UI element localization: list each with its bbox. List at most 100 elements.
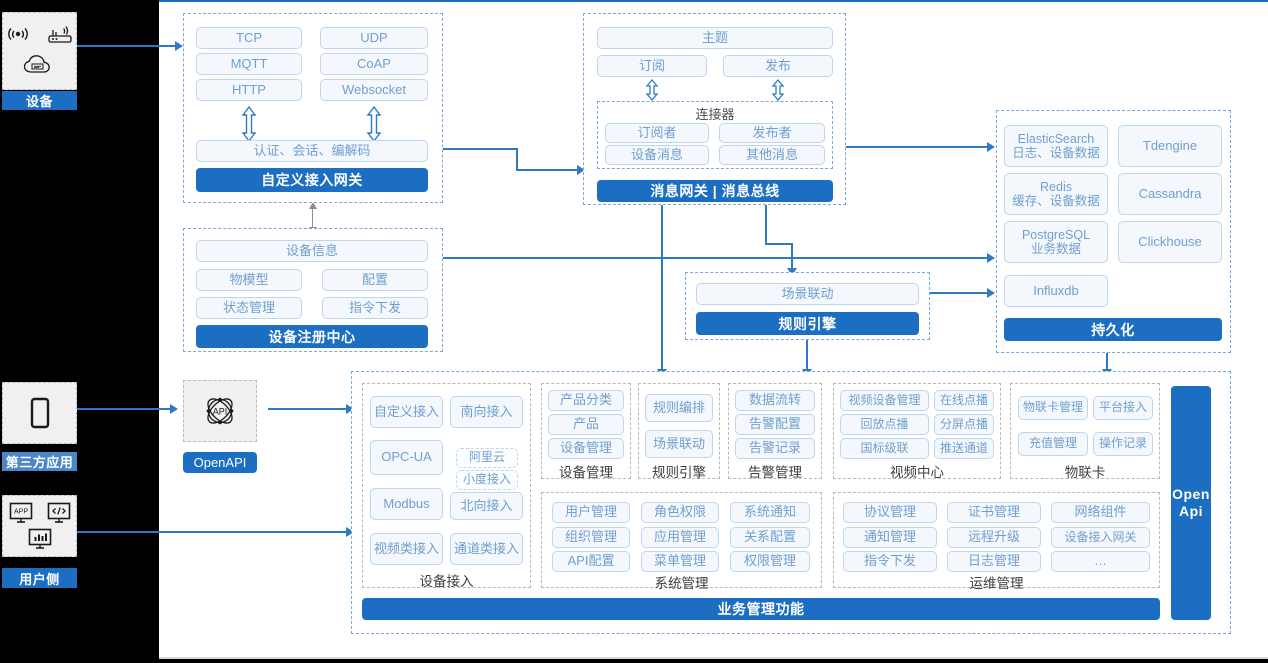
chip-video-device-manage[interactable]: 视频设备管理: [840, 390, 929, 411]
chip-product-category[interactable]: 产品分类: [548, 390, 624, 411]
chip-command-issue[interactable]: 指令下发: [322, 297, 428, 319]
signal-waves-icon: [7, 28, 28, 40]
chip-postgresql[interactable]: PostgreSQL 业务数据: [1004, 221, 1108, 263]
chip-auth-session-codec[interactable]: 认证、会话、编解码: [196, 140, 428, 162]
chip-operation-record[interactable]: 操作记录: [1093, 432, 1153, 456]
chip-coap[interactable]: CoAP: [320, 53, 428, 75]
chip-cert-manage[interactable]: 证书管理: [947, 502, 1041, 523]
chip-websocket[interactable]: Websocket: [320, 79, 428, 101]
connector-device-gateway: [77, 45, 177, 47]
chip-more[interactable]: …: [1051, 551, 1150, 572]
chip-network-component[interactable]: 网络组件: [1051, 502, 1150, 523]
chip-udp[interactable]: UDP: [320, 27, 428, 49]
chip-other-message[interactable]: 其他消息: [719, 145, 825, 165]
chip-publish[interactable]: 发布: [723, 55, 833, 77]
chip-northbound-access[interactable]: 北向接入: [450, 492, 523, 520]
chip-topic[interactable]: 主题: [597, 27, 833, 49]
chip-scene-linkage-biz[interactable]: 场景联动: [645, 430, 713, 458]
sub-title-rule-engine: 规则引擎: [652, 465, 706, 480]
bar-custom-access-gateway[interactable]: 自定义接入网关: [196, 168, 428, 192]
chip-config[interactable]: 配置: [322, 269, 428, 291]
chip-rule-orchestration[interactable]: 规则编排: [645, 394, 713, 422]
chip-online-play[interactable]: 在线点播: [934, 390, 994, 411]
app-monitor-icon: APP: [9, 502, 32, 523]
chip-device-info[interactable]: 设备信息: [196, 240, 428, 262]
chip-device-message[interactable]: 设备消息: [605, 145, 709, 165]
chip-notice-manage[interactable]: 通知管理: [843, 527, 937, 548]
chip-redis[interactable]: Redis 缓存、设备数据: [1004, 173, 1108, 215]
chip-scene-linkage[interactable]: 场景联动: [696, 283, 919, 305]
chip-tdengine[interactable]: Tdengine: [1118, 125, 1222, 167]
chip-subscriber[interactable]: 订阅者: [605, 123, 709, 143]
sub-ops-manage: [833, 492, 1160, 588]
bar-persistence[interactable]: 持久化: [1004, 318, 1222, 341]
chip-org-manage[interactable]: 组织管理: [552, 527, 630, 548]
chip-clickhouse[interactable]: Clickhouse: [1118, 221, 1222, 263]
chip-log-manage[interactable]: 日志管理: [947, 551, 1041, 572]
chip-thing-model[interactable]: 物模型: [196, 269, 302, 291]
chip-role-permission[interactable]: 角色权限: [641, 502, 719, 523]
chip-platform-access[interactable]: 平台接入: [1093, 396, 1153, 420]
bar-business-functions[interactable]: 业务管理功能: [362, 598, 1160, 620]
chip-command-issue-ops[interactable]: 指令下发: [843, 551, 937, 572]
user-side-icon-box: APP: [2, 495, 77, 557]
arrow-userside-business: [346, 527, 354, 537]
chip-relation-config[interactable]: 关系配置: [730, 527, 810, 548]
chip-southbound-access[interactable]: 南向接入: [450, 396, 523, 428]
chip-protocol-manage[interactable]: 协议管理: [843, 502, 937, 523]
mobile-phone-icon: [30, 397, 49, 429]
chip-channel-access[interactable]: 通道类接入: [450, 533, 523, 565]
chip-publisher[interactable]: 发布者: [719, 123, 825, 143]
chip-iot-card-manage[interactable]: 物联卡管理: [1018, 396, 1088, 420]
chip-xiaodu-access[interactable]: 小度接入: [456, 470, 518, 490]
sub-title-device-manage: 设备管理: [559, 465, 613, 480]
chip-state-manage[interactable]: 状态管理: [196, 297, 302, 319]
chip-alarm-record[interactable]: 告警记录: [735, 438, 815, 459]
double-arrow-publish: [771, 79, 785, 101]
chip-menu-manage[interactable]: 菜单管理: [641, 551, 719, 572]
third-party-icon-box: [2, 382, 77, 444]
chip-cassandra[interactable]: Cassandra: [1118, 173, 1222, 215]
chip-remote-upgrade[interactable]: 远程升级: [947, 527, 1041, 548]
chip-split-screen-play[interactable]: 分屏点播: [934, 414, 994, 435]
bar-device-registry[interactable]: 设备注册中心: [196, 325, 428, 348]
chip-custom-access[interactable]: 自定义接入: [370, 396, 443, 428]
chip-permission-manage[interactable]: 权限管理: [730, 551, 810, 572]
bar-open-api-vertical[interactable]: Open Api: [1171, 386, 1211, 620]
chip-video-access[interactable]: 视频类接入: [370, 533, 443, 565]
connector-bus-business: [661, 205, 663, 371]
chip-tcp[interactable]: TCP: [196, 27, 302, 49]
chip-recharge-manage[interactable]: 充值管理: [1018, 432, 1088, 456]
chip-playback[interactable]: 回放点播: [840, 414, 929, 435]
chart-monitor-icon: [28, 528, 51, 549]
chip-system-notice[interactable]: 系统通知: [730, 502, 810, 523]
connector-bus-rule-v1: [765, 205, 767, 245]
chip-elasticsearch[interactable]: ElasticSearch 日志、设备数据: [1004, 125, 1108, 167]
chip-gb-cascade[interactable]: 国标级联: [840, 438, 929, 459]
arrow-connectorbox-persistence: [987, 142, 995, 152]
chip-aliyun[interactable]: 阿里云: [456, 448, 518, 468]
chip-postgresql-desc: 业务数据: [1030, 242, 1081, 256]
chip-http[interactable]: HTTP: [196, 79, 302, 101]
bar-rule-engine[interactable]: 规则引擎: [696, 312, 919, 335]
chip-subscribe[interactable]: 订阅: [597, 55, 707, 77]
chip-influxdb[interactable]: Influxdb: [1004, 275, 1108, 307]
chip-device-manage[interactable]: 设备管理: [548, 438, 624, 459]
chip-modbus[interactable]: Modbus: [370, 488, 443, 520]
chip-app-manage[interactable]: 应用管理: [641, 527, 719, 548]
chip-mqtt[interactable]: MQTT: [196, 53, 302, 75]
chip-data-flow[interactable]: 数据流转: [735, 390, 815, 411]
chip-alarm-config[interactable]: 告警配置: [735, 414, 815, 435]
chip-postgresql-name: PostgreSQL: [1021, 227, 1091, 242]
chip-api-config[interactable]: API配置: [552, 551, 630, 572]
chip-user-manage[interactable]: 用户管理: [552, 502, 630, 523]
arrow-device-gateway: [175, 41, 183, 51]
chip-push-channel[interactable]: 推送通道: [934, 438, 994, 459]
connector-gateway-bus-v: [516, 148, 518, 170]
bar-message-gateway-bus[interactable]: 消息网关 | 消息总线: [597, 180, 833, 202]
chip-product[interactable]: 产品: [548, 414, 624, 435]
chip-redis-desc: 缓存、设备数据: [1012, 194, 1100, 208]
openapi-pill[interactable]: OpenAPI: [183, 452, 257, 473]
chip-device-access-gateway[interactable]: 设备接入网关: [1051, 527, 1150, 548]
chip-opc-ua[interactable]: OPC-UA: [370, 440, 443, 475]
